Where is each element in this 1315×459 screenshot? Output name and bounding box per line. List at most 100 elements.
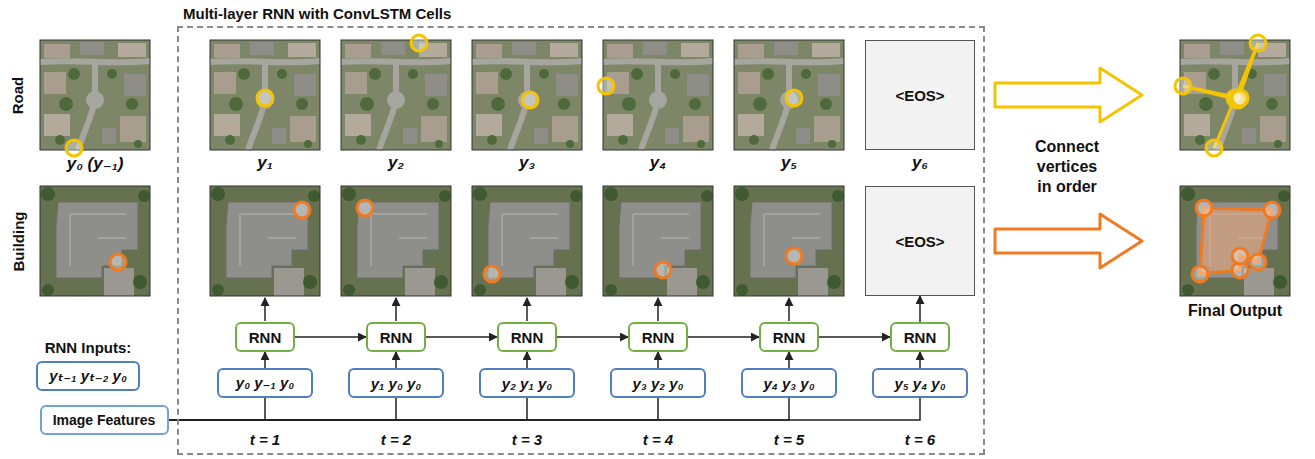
tree [343, 284, 355, 296]
aerial-road-tile [40, 40, 150, 156]
aerial-ground [40, 186, 150, 296]
house-roof [1264, 74, 1286, 96]
box-label: <EOS> [895, 233, 944, 250]
house-roof [102, 128, 116, 144]
tree [138, 190, 150, 202]
cul-de-sac [256, 91, 274, 109]
house-roof [1184, 44, 1210, 58]
driveway [798, 268, 828, 296]
eos-tile: <EOS> [865, 40, 975, 150]
vertex-marker [1192, 266, 1208, 282]
input-box: y₂ y₁ y₀ [479, 368, 575, 398]
box-label: y₃ y₂ y₀ [633, 375, 684, 392]
vertex-marker [786, 248, 802, 264]
aerial-building-tile [210, 186, 320, 296]
aerial-building-tile [472, 186, 582, 296]
building-polygon [1200, 208, 1272, 274]
house-roof [643, 42, 667, 55]
house-roof [534, 128, 548, 144]
tree [753, 97, 767, 111]
tree [622, 97, 636, 111]
house-roof [345, 72, 367, 94]
aerial-ground [40, 40, 150, 150]
aerial-ground [1180, 186, 1290, 296]
aerial-ground [472, 40, 582, 150]
tree [356, 135, 366, 145]
feature-line [169, 398, 659, 420]
tile-border [341, 40, 451, 150]
building-roof [488, 202, 570, 278]
tile-border [40, 186, 150, 296]
box-label: y₅ y₄ y₀ [894, 375, 945, 392]
driveway [104, 268, 134, 296]
tree [832, 190, 844, 202]
box-label: RNN [380, 329, 413, 346]
driveway [536, 268, 566, 296]
flow-arrow [395, 352, 397, 368]
output-arrow [264, 298, 266, 321]
step-output-label: y₃ [519, 153, 535, 173]
building-roof [750, 202, 832, 278]
input-box: y₁ y₀ y₀ [348, 368, 444, 398]
time-step-label: t = 1 [250, 431, 280, 448]
feature-box: Image Features [40, 405, 169, 435]
box-label: RNN [904, 329, 937, 346]
output-arrow [526, 298, 528, 321]
vertex-marker [1250, 254, 1266, 270]
tree [605, 284, 617, 296]
vertex-marker [655, 262, 671, 278]
house-roof [118, 43, 146, 57]
tree [211, 187, 225, 201]
tree [1278, 190, 1290, 202]
tile-border [1180, 186, 1290, 296]
aerial-building-tile [341, 186, 451, 296]
time-step-label: t = 3 [512, 431, 542, 448]
tile-border [472, 40, 582, 150]
tree [1266, 98, 1278, 110]
roof-ridge [502, 214, 558, 266]
flow-arrow [788, 352, 790, 368]
house-roof [290, 116, 316, 142]
vertex-marker [522, 92, 538, 108]
flow-arrow [919, 352, 921, 368]
house-roof [288, 43, 316, 57]
house-roof [476, 44, 502, 58]
house-roof [1184, 114, 1210, 136]
tree [408, 69, 418, 79]
time-step-label: t = 2 [381, 431, 411, 448]
house-roof [774, 42, 798, 55]
tree [42, 284, 54, 296]
box-label: y₁ y₀ y₀ [371, 375, 421, 392]
house-roof [476, 114, 502, 136]
tree [491, 97, 505, 111]
aerial-ground [734, 186, 844, 296]
tree [435, 140, 443, 148]
vertex-marker [66, 140, 82, 156]
house-roof [687, 74, 709, 96]
tree [474, 284, 486, 296]
rnn-cell: RNN [366, 322, 426, 352]
house-roof [738, 44, 764, 58]
building-roof [56, 202, 138, 278]
row-label: Building [10, 211, 27, 271]
house-roof [738, 114, 764, 136]
tree [133, 275, 147, 289]
input-box: y₄ y₃ y₀ [741, 368, 837, 398]
tree [697, 140, 705, 148]
hollow-arrow [995, 214, 1142, 268]
aerial-building-tile [1180, 186, 1290, 296]
tree [618, 135, 628, 145]
flow-arrow [264, 352, 266, 368]
house-roof [272, 128, 286, 144]
tree [225, 135, 235, 145]
tree [701, 190, 713, 202]
flow-arrow [426, 336, 497, 338]
tree [487, 135, 497, 145]
aerial-road-tile [341, 35, 451, 150]
tile-border [210, 186, 320, 296]
output-caption: Final Output [1188, 302, 1282, 320]
tree [696, 275, 710, 289]
house-roof [214, 44, 240, 58]
tree [1181, 187, 1195, 201]
vertex-marker [1232, 248, 1248, 264]
